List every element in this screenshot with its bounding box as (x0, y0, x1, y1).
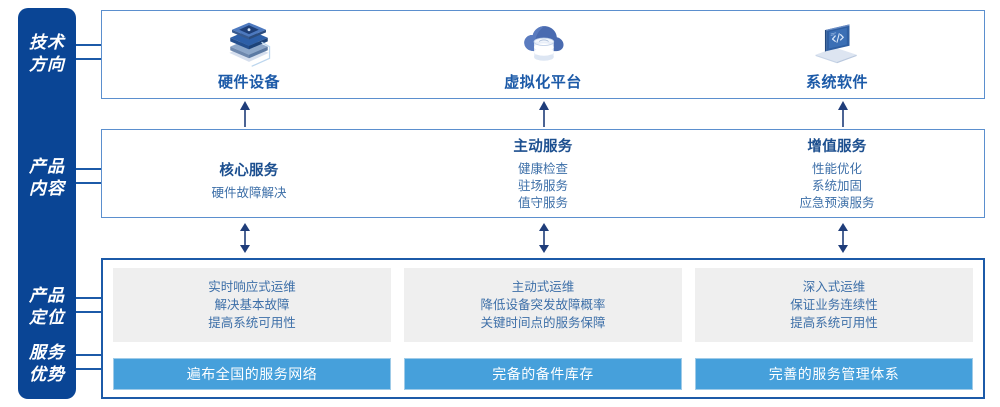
tech-item-hardware-label: 硬件设备 (217, 74, 280, 91)
tech-item-system-software-label: 系统软件 (805, 74, 868, 91)
rail-label-product-content-line2: 内容 (29, 179, 65, 198)
content-item: 驻场服务 (517, 179, 568, 193)
arrow-up-virtualization (539, 101, 549, 127)
tech-item-virtualization-label: 虚拟化平台 (504, 74, 582, 91)
rail-label-tech-direction-line2: 方向 (29, 55, 65, 74)
rail-label-service-advantage: 服务 优势 (18, 342, 76, 386)
content-column-proactive-service[interactable]: 主动服务 健康检查 驻场服务 值守服务 (396, 130, 690, 217)
connector-line-content-top (76, 168, 103, 170)
positioning-box-realtime[interactable]: 实时响应式运维 解决基本故障 提高系统可用性 (113, 268, 391, 342)
rail-label-product-positioning: 产品 定位 (18, 285, 76, 329)
positioning-line: 降低设备突发故障概率 (480, 298, 606, 312)
positioning-line: 解决基本故障 (214, 298, 290, 312)
connector-line-advantage-bottom (76, 368, 103, 370)
positioning-row: 实时响应式运维 解决基本故障 提高系统可用性 主动式运维 降低设备突发故障概率 … (113, 268, 973, 342)
rail-label-product-content: 产品 内容 (18, 156, 76, 200)
rail-label-product-positioning-line2: 定位 (29, 308, 65, 327)
content-column-proactive-service-title: 主动服务 (513, 139, 573, 155)
arrow-up-system-software (838, 101, 848, 127)
content-item: 健康检查 (517, 162, 568, 176)
rail-label-product-positioning-line1: 产品 (29, 286, 65, 305)
positioning-line: 主动式运维 (511, 280, 575, 294)
connector-line-advantage-top (76, 354, 103, 356)
positioning-line: 提高系统可用性 (790, 316, 878, 330)
advantage-box-service-network[interactable]: 遍布全国的服务网络 (113, 358, 391, 390)
connector-line-positioning-bottom (76, 311, 103, 313)
content-column-core-service[interactable]: 核心服务 硬件故障解决 (102, 130, 396, 217)
advantage-box-management-system[interactable]: 完善的服务管理体系 (695, 358, 973, 390)
positioning-box-indepth[interactable]: 深入式运维 保证业务连续性 提高系统可用性 (695, 268, 973, 342)
tech-item-hardware[interactable]: 硬件设备 (102, 11, 396, 98)
content-item: 应急预演服务 (799, 196, 875, 210)
content-column-value-added-service-title: 增值服务 (807, 139, 867, 155)
product-content-section: 核心服务 硬件故障解决 主动服务 健康检查 驻场服务 值守服务 增值服务 性能优… (101, 129, 985, 218)
tech-direction-section: 硬件设备 虚拟化平台 (101, 10, 985, 99)
connector-line-content-bottom (76, 182, 103, 184)
content-item: 硬件故障解决 (211, 186, 287, 200)
positioning-box-proactive[interactable]: 主动式运维 降低设备突发故障概率 关键时间点的服务保障 (404, 268, 682, 342)
advantage-row: 遍布全国的服务网络 完备的备件库存 完善的服务管理体系 (113, 358, 973, 390)
arrow-bidirectional-core (240, 223, 250, 253)
left-category-rail: 技术 方向 产品 内容 产品 定位 服务 优势 (18, 8, 76, 399)
tech-item-virtualization[interactable]: 虚拟化平台 (396, 11, 690, 98)
arrow-up-hardware (240, 101, 250, 127)
server-stack-icon (229, 22, 271, 67)
positioning-line: 保证业务连续性 (790, 298, 878, 312)
positioning-and-advantage-section: 实时响应式运维 解决基本故障 提高系统可用性 主动式运维 降低设备突发故障概率 … (101, 258, 985, 399)
rail-label-service-advantage-line1: 服务 (29, 343, 65, 362)
content-item: 值守服务 (517, 196, 568, 210)
connector-line-tech-bottom (76, 58, 103, 60)
content-column-core-service-title: 核心服务 (219, 163, 279, 179)
content-item: 系统加固 (811, 179, 862, 193)
laptop-code-icon (815, 24, 857, 64)
content-item: 性能优化 (811, 162, 862, 176)
cloud-database-icon (524, 26, 564, 61)
positioning-line: 深入式运维 (802, 280, 866, 294)
content-column-value-added-service[interactable]: 增值服务 性能优化 系统加固 应急预演服务 (690, 130, 984, 217)
rail-label-service-advantage-line2: 优势 (29, 365, 65, 384)
rail-label-product-content-line1: 产品 (29, 157, 65, 176)
connector-line-positioning-top (76, 297, 103, 299)
rail-label-tech-direction-line1: 技术 (29, 33, 65, 52)
arrow-bidirectional-proactive (539, 223, 549, 253)
positioning-line: 提高系统可用性 (208, 316, 296, 330)
arrow-bidirectional-value-added (838, 223, 848, 253)
rail-label-tech-direction: 技术 方向 (18, 32, 76, 76)
positioning-line: 关键时间点的服务保障 (480, 316, 606, 330)
advantage-box-spare-parts[interactable]: 完备的备件库存 (404, 358, 682, 390)
positioning-line: 实时响应式运维 (208, 280, 296, 294)
connector-line-tech-top (76, 44, 103, 46)
tech-item-system-software[interactable]: 系统软件 (690, 11, 984, 98)
